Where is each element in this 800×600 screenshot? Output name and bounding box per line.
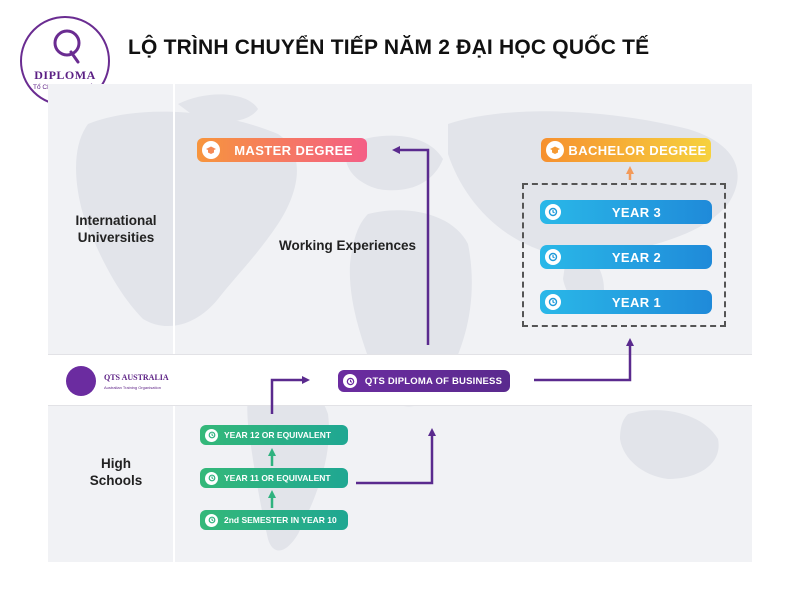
year-12-pill: YEAR 12 OR EQUIVALENT: [200, 425, 348, 445]
clock-icon: [545, 249, 561, 265]
master-degree-pill: MASTER DEGREE: [197, 138, 367, 162]
working-experiences-label: Working Experiences: [279, 238, 417, 253]
arrow-diploma-to-master: [392, 146, 430, 345]
bachelor-degree-pill: BACHELOR DEGREE: [541, 138, 711, 162]
year-2-pill: YEAR 2: [540, 245, 712, 269]
qts-brand-name: QTS AUSTRALIA: [104, 373, 169, 382]
clock-icon: [205, 428, 218, 442]
arrow-year11-to-diploma: [356, 428, 436, 485]
year-1-pill: YEAR 1: [540, 290, 712, 314]
year-3-pill: YEAR 3: [540, 200, 712, 224]
row-label-international: International Universities: [75, 213, 157, 245]
master-degree-label: MASTER DEGREE: [234, 142, 353, 158]
year-12-label: YEAR 12 OR EQUIVALENT: [224, 430, 332, 440]
qts-brand-tagline: Australian Training Organisation: [104, 385, 161, 390]
semester-2-year-10-pill: 2nd SEMESTER IN YEAR 10: [200, 510, 348, 530]
year-11-pill: YEAR 11 OR EQUIVALENT: [200, 468, 348, 488]
graduation-cap-icon: [546, 141, 564, 159]
semester-2-year-10-label: 2nd SEMESTER IN YEAR 10: [224, 515, 337, 525]
year-11-label: YEAR 11 OR EQUIVALENT: [224, 473, 331, 483]
page-title: LỘ TRÌNH CHUYỂN TIẾP NĂM 2 ĐẠI HỌC QUỐC …: [128, 36, 650, 59]
clock-icon: [205, 513, 218, 527]
row-label-high-schools: High Schools: [89, 456, 143, 488]
clock-icon: [545, 204, 561, 220]
column-divider: [173, 84, 175, 562]
bachelor-degree-label: BACHELOR DEGREE: [568, 142, 707, 158]
clock-icon: [545, 294, 561, 310]
qts-diploma-pill: QTS DIPLOMA OF BUSINESS: [338, 370, 510, 392]
arrow-year12-to-diploma: [270, 376, 310, 414]
graduation-cap-icon: [202, 141, 220, 159]
year-2-label: YEAR 2: [611, 249, 662, 265]
q-monogram-icon: [53, 29, 81, 64]
year-3-label: YEAR 3: [611, 204, 662, 220]
bachelor-years-group: [522, 183, 726, 327]
arrow-diploma-to-year1: [534, 338, 634, 382]
qts-australia-logo: [66, 366, 96, 396]
qts-diploma-label: QTS DIPLOMA OF BUSINESS: [364, 375, 503, 387]
clock-icon: [205, 471, 218, 485]
year-1-label: YEAR 1: [611, 294, 662, 310]
clock-icon: [343, 374, 357, 388]
logo-name: DIPLOMA: [34, 68, 96, 82]
